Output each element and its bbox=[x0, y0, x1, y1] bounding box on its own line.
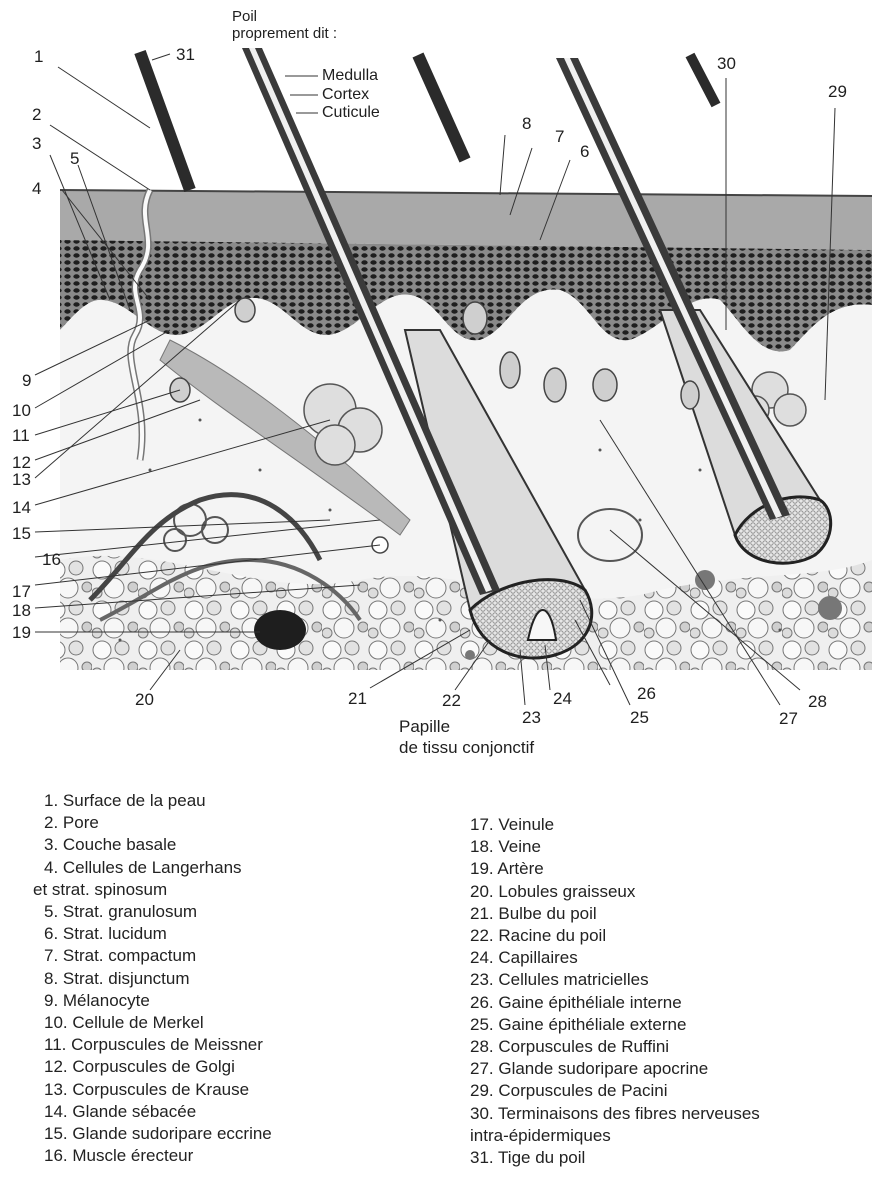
legend-item: 14. Glande sébacée bbox=[44, 1101, 272, 1123]
callout-21: 21 bbox=[348, 690, 367, 708]
callout-2: 2 bbox=[32, 106, 41, 124]
hair-shaft-left bbox=[140, 52, 190, 190]
callout-24: 24 bbox=[553, 690, 572, 708]
callout-10: 10 bbox=[12, 402, 31, 420]
legend-item: 11. Corpuscules de Meissner bbox=[44, 1034, 272, 1056]
artery-section bbox=[254, 610, 306, 650]
legend-item: et strat. spinosum bbox=[33, 879, 272, 901]
legend-item: 10. Cellule de Merkel bbox=[44, 1012, 272, 1034]
callout-17: 17 bbox=[12, 583, 31, 601]
legend-item: 30. Terminaisons des fibres nerveuses bbox=[470, 1103, 760, 1125]
skin-illustration bbox=[0, 0, 872, 770]
legend-item: 20. Lobules graisseux bbox=[470, 881, 760, 903]
label-cortex: Cortex bbox=[322, 86, 369, 104]
hair-title-line1: Poil bbox=[232, 8, 257, 26]
callout-29: 29 bbox=[828, 83, 847, 101]
legend-item: 15. Glande sudoripare eccrine bbox=[44, 1123, 272, 1145]
legend-item: 31. Tige du poil bbox=[470, 1147, 760, 1169]
callout-27: 27 bbox=[779, 710, 798, 728]
legend-item: 26. Gaine épithéliale interne bbox=[470, 992, 760, 1014]
callout-22: 22 bbox=[442, 692, 461, 710]
callout-18: 18 bbox=[12, 602, 31, 620]
legend-item: 17. Veinule bbox=[470, 814, 760, 836]
label-medulla: Medulla bbox=[322, 67, 378, 85]
hair-title-line2: proprement dit : bbox=[232, 25, 337, 43]
label-cuticule: Cuticule bbox=[322, 104, 380, 122]
callout-8: 8 bbox=[522, 115, 531, 133]
legend-item: 21. Bulbe du poil bbox=[470, 903, 760, 925]
callout-4: 4 bbox=[32, 180, 41, 198]
papilla-caption-line1: Papille bbox=[399, 718, 450, 735]
callout-28: 28 bbox=[808, 693, 827, 711]
legend-item: 19. Artère bbox=[470, 858, 760, 880]
stratum-corneum bbox=[60, 190, 872, 250]
callout-5: 5 bbox=[70, 150, 79, 168]
legend-item: 18. Veine bbox=[470, 836, 760, 858]
legend-item: 7. Strat. compactum bbox=[44, 945, 272, 967]
hair-shaft-right bbox=[690, 55, 716, 105]
legend-item: 8. Strat. disjunctum bbox=[44, 968, 272, 990]
callout-11: 11 bbox=[12, 427, 30, 445]
callout-26: 26 bbox=[637, 685, 656, 703]
callout-30: 30 bbox=[717, 55, 736, 73]
legend-item: 1. Surface de la peau bbox=[44, 790, 272, 812]
callout-19: 19 bbox=[12, 624, 31, 642]
legend-item: 27. Glande sudoripare apocrine bbox=[470, 1058, 760, 1080]
legend-item: 22. Racine du poil bbox=[470, 925, 760, 947]
callout-1: 1 bbox=[34, 48, 43, 66]
legend-item: 13. Corpuscules de Krause bbox=[44, 1079, 272, 1101]
legend-item: 6. Strat. lucidum bbox=[44, 923, 272, 945]
hair-shaft-middle bbox=[418, 55, 465, 160]
legend-left-column: 1. Surface de la peau 2. Pore 3. Couche … bbox=[44, 790, 272, 1167]
callout-13: 13 bbox=[12, 471, 31, 489]
callout-9: 9 bbox=[22, 372, 31, 390]
callout-7: 7 bbox=[555, 128, 564, 146]
legend-item: 12. Corpuscules de Golgi bbox=[44, 1056, 272, 1078]
callout-31: 31 bbox=[176, 46, 195, 64]
legend-item: 23. Cellules matricielles bbox=[470, 969, 760, 991]
legend-item: 9. Mélanocyte bbox=[44, 990, 272, 1012]
legend-item: 28. Corpuscules de Ruffini bbox=[470, 1036, 760, 1058]
legend-item: 4. Cellules de Langerhans bbox=[44, 857, 272, 879]
legend-item: 5. Strat. granulosum bbox=[44, 901, 272, 923]
legend-item: 25. Gaine épithéliale externe bbox=[470, 1014, 760, 1036]
callout-16: 16 bbox=[42, 551, 61, 569]
papilla-caption-line2: de tissu conjonctif bbox=[399, 739, 534, 756]
callout-15: 15 bbox=[12, 525, 31, 543]
callout-25: 25 bbox=[630, 709, 649, 727]
legend-item: 16. Muscle érecteur bbox=[44, 1145, 272, 1167]
legend-item: 2. Pore bbox=[44, 812, 272, 834]
callout-14: 14 bbox=[12, 499, 31, 517]
callout-23: 23 bbox=[522, 709, 541, 727]
legend-right-column: 17. Veinule 18. Veine 19. Artère 20. Lob… bbox=[470, 814, 760, 1169]
legend-item: 3. Couche basale bbox=[44, 834, 272, 856]
callout-20: 20 bbox=[135, 691, 154, 709]
callout-3: 3 bbox=[32, 135, 41, 153]
legend-item: intra-épidermiques bbox=[470, 1125, 760, 1147]
legend-item: 24. Capillaires bbox=[470, 947, 760, 969]
callout-6: 6 bbox=[580, 143, 589, 161]
legend-item: 29. Corpuscules de Pacini bbox=[470, 1080, 760, 1102]
